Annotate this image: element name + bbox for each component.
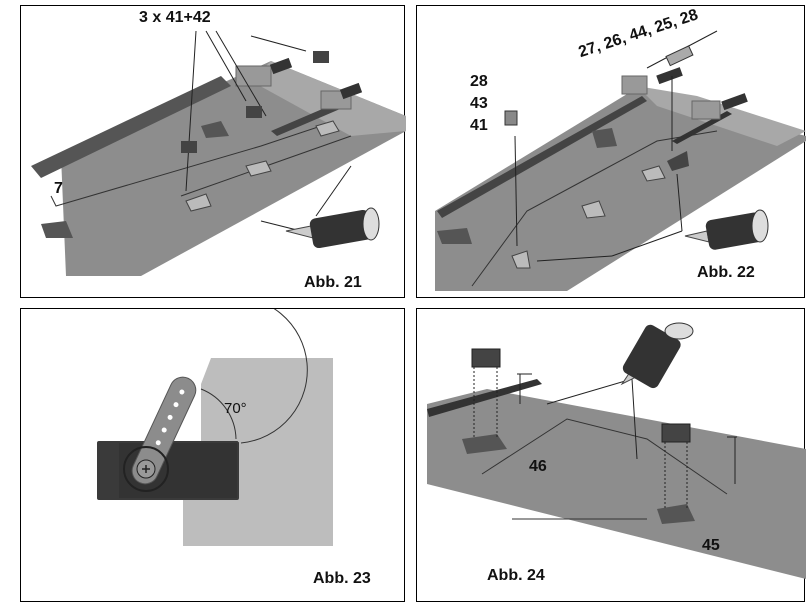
glue-bottle-icon [285,207,380,249]
figure-24-panel: 46 45 Abb. 24 [416,308,806,602]
figure-22-panel: 27, 26, 44, 25, 28 28 43 41 Abb. 22 [416,5,806,298]
servo-horn [131,376,197,485]
part-number-label: 28 [470,73,488,90]
figure-21-panel: 3 x 41+42 7 Abb. 21 [20,5,406,298]
wing-assembly-illustration [31,30,406,276]
part-number-label: 45 [702,537,720,554]
figure-caption: Abb. 22 [697,264,755,281]
glue-bottle-icon [684,209,769,250]
servo-arm-illustration [97,309,333,546]
figure-caption: Abb. 21 [304,274,362,291]
glue-bottle-icon [620,322,694,389]
wing-assembly-illustration [427,322,806,579]
figure-caption: Abb. 23 [313,570,371,587]
part-number-label: 7 [54,180,63,197]
wing-assembly-illustration [435,30,806,291]
figure-caption: Abb. 24 [487,567,545,584]
figure-23-panel: 70° Abb. 23 [20,308,405,602]
angle-label: 70° [224,400,247,417]
parts-label: 3 x 41+42 [139,9,211,26]
part-number-label: 43 [470,95,488,112]
part-number-label: 41 [470,117,488,134]
servo-icon [471,348,691,443]
part-number-label: 46 [529,458,547,475]
